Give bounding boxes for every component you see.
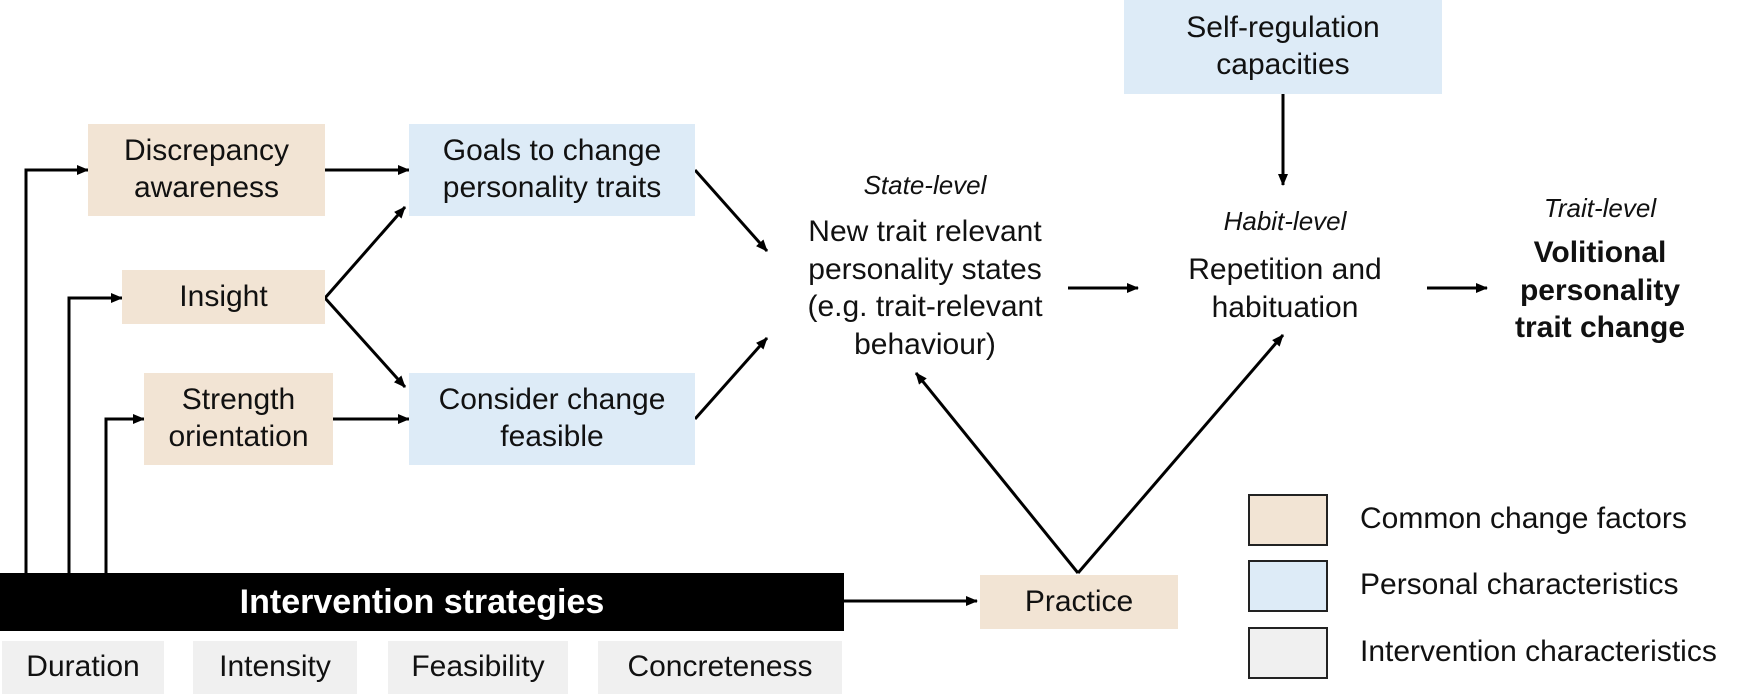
feasibility-box: Feasibility — [388, 641, 568, 694]
arrow-insight-to-goals — [323, 206, 407, 299]
legend-swatch-personal — [1248, 560, 1328, 612]
arrow-goals-to-state — [693, 169, 769, 252]
legend-swatch-common — [1248, 494, 1328, 546]
intervention-strategies-bar: Intervention strategies — [0, 573, 844, 631]
arrow-practice-to-habit — [1076, 334, 1285, 574]
concreteness-box: Concreteness — [598, 641, 842, 694]
trait-level-text: Volitional personality trait change — [1514, 236, 1686, 344]
arrow-practice-to-state — [914, 372, 1080, 574]
arrow-strategies-to-strength — [104, 414, 145, 573]
consider-change-feasible-box: Consider change feasible — [409, 373, 695, 465]
strength-orientation-box: Strength orientation — [144, 373, 333, 465]
duration-box: Duration — [2, 641, 164, 694]
arrow-strategies-to-discrepancy — [24, 165, 89, 573]
insight-box: Insight — [122, 270, 325, 324]
legend-label-personal: Personal characteristics — [1360, 568, 1679, 601]
legend-swatch-intervention — [1248, 627, 1328, 679]
habit-level-label: Habit-level — [1223, 206, 1347, 236]
arrow-insight-to-feasible — [323, 296, 407, 389]
legend-label-common: Common change factors — [1360, 502, 1687, 535]
state-level-label: State-level — [863, 170, 987, 200]
habit-level-text: Repetition and habituation — [1188, 253, 1382, 324]
legend-label-intervention: Intervention characteristics — [1360, 635, 1717, 668]
practice-box: Practice — [980, 575, 1178, 629]
goals-to-change-box: Goals to change personality traits — [409, 124, 695, 216]
self-regulation-box: Self-regulation capacities — [1124, 0, 1442, 94]
state-level-text: New trait relevant personality states (e… — [807, 215, 1043, 361]
intensity-box: Intensity — [193, 641, 357, 694]
arrow-strategies-to-insight — [67, 293, 123, 573]
discrepancy-awareness-box: Discrepancy awareness — [88, 124, 325, 216]
arrow-feasible-to-state — [693, 337, 769, 420]
trait-level-label: Trait-level — [1543, 193, 1657, 223]
